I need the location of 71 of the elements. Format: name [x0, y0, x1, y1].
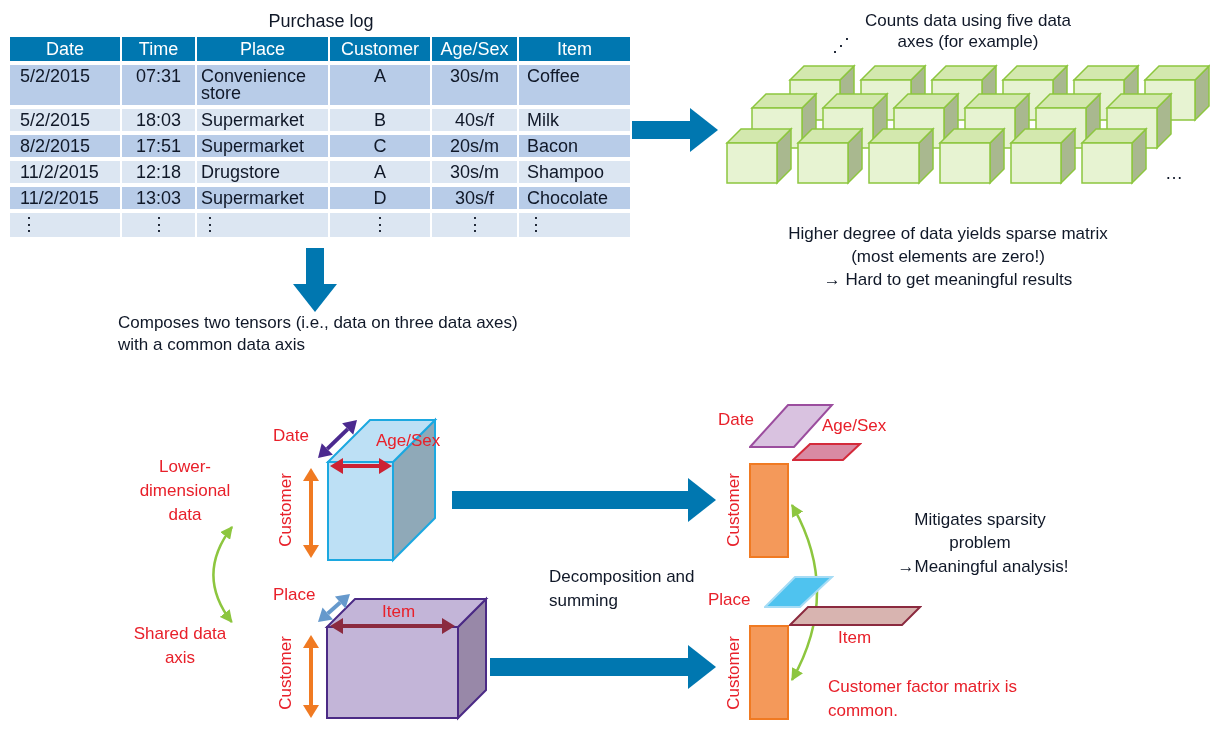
table-cell: 30s/m: [432, 161, 517, 183]
table-cell: 5/2/2015: [10, 65, 120, 105]
axis-label: Place: [273, 586, 316, 603]
block-arrow: [632, 108, 718, 152]
table-cell: 11/2/2015: [10, 187, 120, 209]
table-cell: ⋮: [432, 213, 517, 237]
table-cell: Supermarket: [197, 135, 328, 157]
table-title: Purchase log: [267, 10, 375, 33]
table-cell: C: [330, 135, 430, 157]
table-cell: ⋮: [197, 213, 328, 237]
table-cell: A: [330, 161, 430, 183]
note-text: → Hard to get meaningful results: [822, 269, 1074, 291]
table-cell: 13:03: [122, 187, 195, 209]
caption-text: Composes two tensors (i.e., data on three data axes) with a common data axis: [118, 312, 518, 356]
table-cell: 07:31: [122, 65, 195, 105]
axis-label: Date: [718, 411, 754, 428]
annotation-text: Shared data axis: [132, 623, 228, 669]
table-cell: ⋮: [519, 213, 630, 237]
table-cell: Drugstore: [197, 161, 328, 183]
ellipsis-mark: …: [1165, 164, 1183, 182]
annotation-text: Customer factor matrix is common.: [828, 676, 1018, 722]
table-cell: ⋮: [330, 213, 430, 237]
header-cell: Date: [10, 37, 120, 61]
ellipsis-mark: ⋰: [832, 36, 850, 54]
curved-arrow: [212, 526, 234, 623]
table-cell: B: [330, 109, 430, 131]
axis-label: Age/Sex: [822, 417, 887, 434]
table-cell: Supermarket: [197, 187, 328, 209]
table-cell: Supermarket: [197, 109, 328, 131]
table-cell: 17:51: [122, 135, 195, 157]
axis-label: Customer: [724, 473, 742, 547]
table-cell: Chocolate: [519, 187, 630, 209]
table-cell: A: [330, 65, 430, 105]
table-cell: 40s/f: [432, 109, 517, 131]
table-cell: 30s/m: [432, 65, 517, 105]
table-cell: 5/2/2015: [10, 109, 120, 131]
axis-label: Customer: [276, 473, 294, 547]
header-cell: Customer: [330, 37, 430, 61]
table-cell: D: [330, 187, 430, 209]
heading-text: Counts data using five data axes (for example): [864, 10, 1072, 52]
annotation-text: Lower-dimensional data: [138, 456, 232, 526]
block-arrow: [490, 645, 716, 689]
block-arrow: [452, 478, 716, 522]
header-cell: Time: [122, 37, 195, 61]
header-cell: Item: [519, 37, 630, 61]
table-cell: Milk: [519, 109, 630, 131]
table-cell: Coffee: [519, 65, 630, 105]
header-cell: Age/Sex: [432, 37, 517, 61]
axis-label: Place: [708, 591, 751, 608]
table-cell: 12:18: [122, 161, 195, 183]
table-cell: Shampoo: [519, 161, 630, 183]
axis-label: Customer: [276, 636, 294, 710]
annotation-text: →Meaningful analysis!: [896, 556, 1070, 578]
annotation-text: Mitigates sparsity problem: [913, 509, 1047, 554]
header-cell: Place: [197, 37, 328, 61]
axis-label: Item: [838, 629, 872, 646]
table-cell: 11/2/2015: [10, 161, 120, 183]
table-cell: 30s/f: [432, 187, 517, 209]
block-arrow: [293, 248, 337, 312]
axis-label: Customer: [724, 636, 742, 710]
table-cell: Bacon: [519, 135, 630, 157]
annotation-text: Decomposition and summing: [549, 566, 696, 612]
table-cell: ⋮: [10, 213, 120, 237]
table-cell: Convenience store: [197, 65, 328, 105]
table-cell: 20s/m: [432, 135, 517, 157]
table-cell: ⋮: [122, 213, 195, 237]
note-text: Higher degree of data yields sparse matrix (most elements are zero!): [787, 223, 1109, 268]
table-cell: 8/2/2015: [10, 135, 120, 157]
axis-label: Date: [273, 427, 309, 444]
axis-label: Item: [382, 603, 416, 620]
table-cell: 18:03: [122, 109, 195, 131]
